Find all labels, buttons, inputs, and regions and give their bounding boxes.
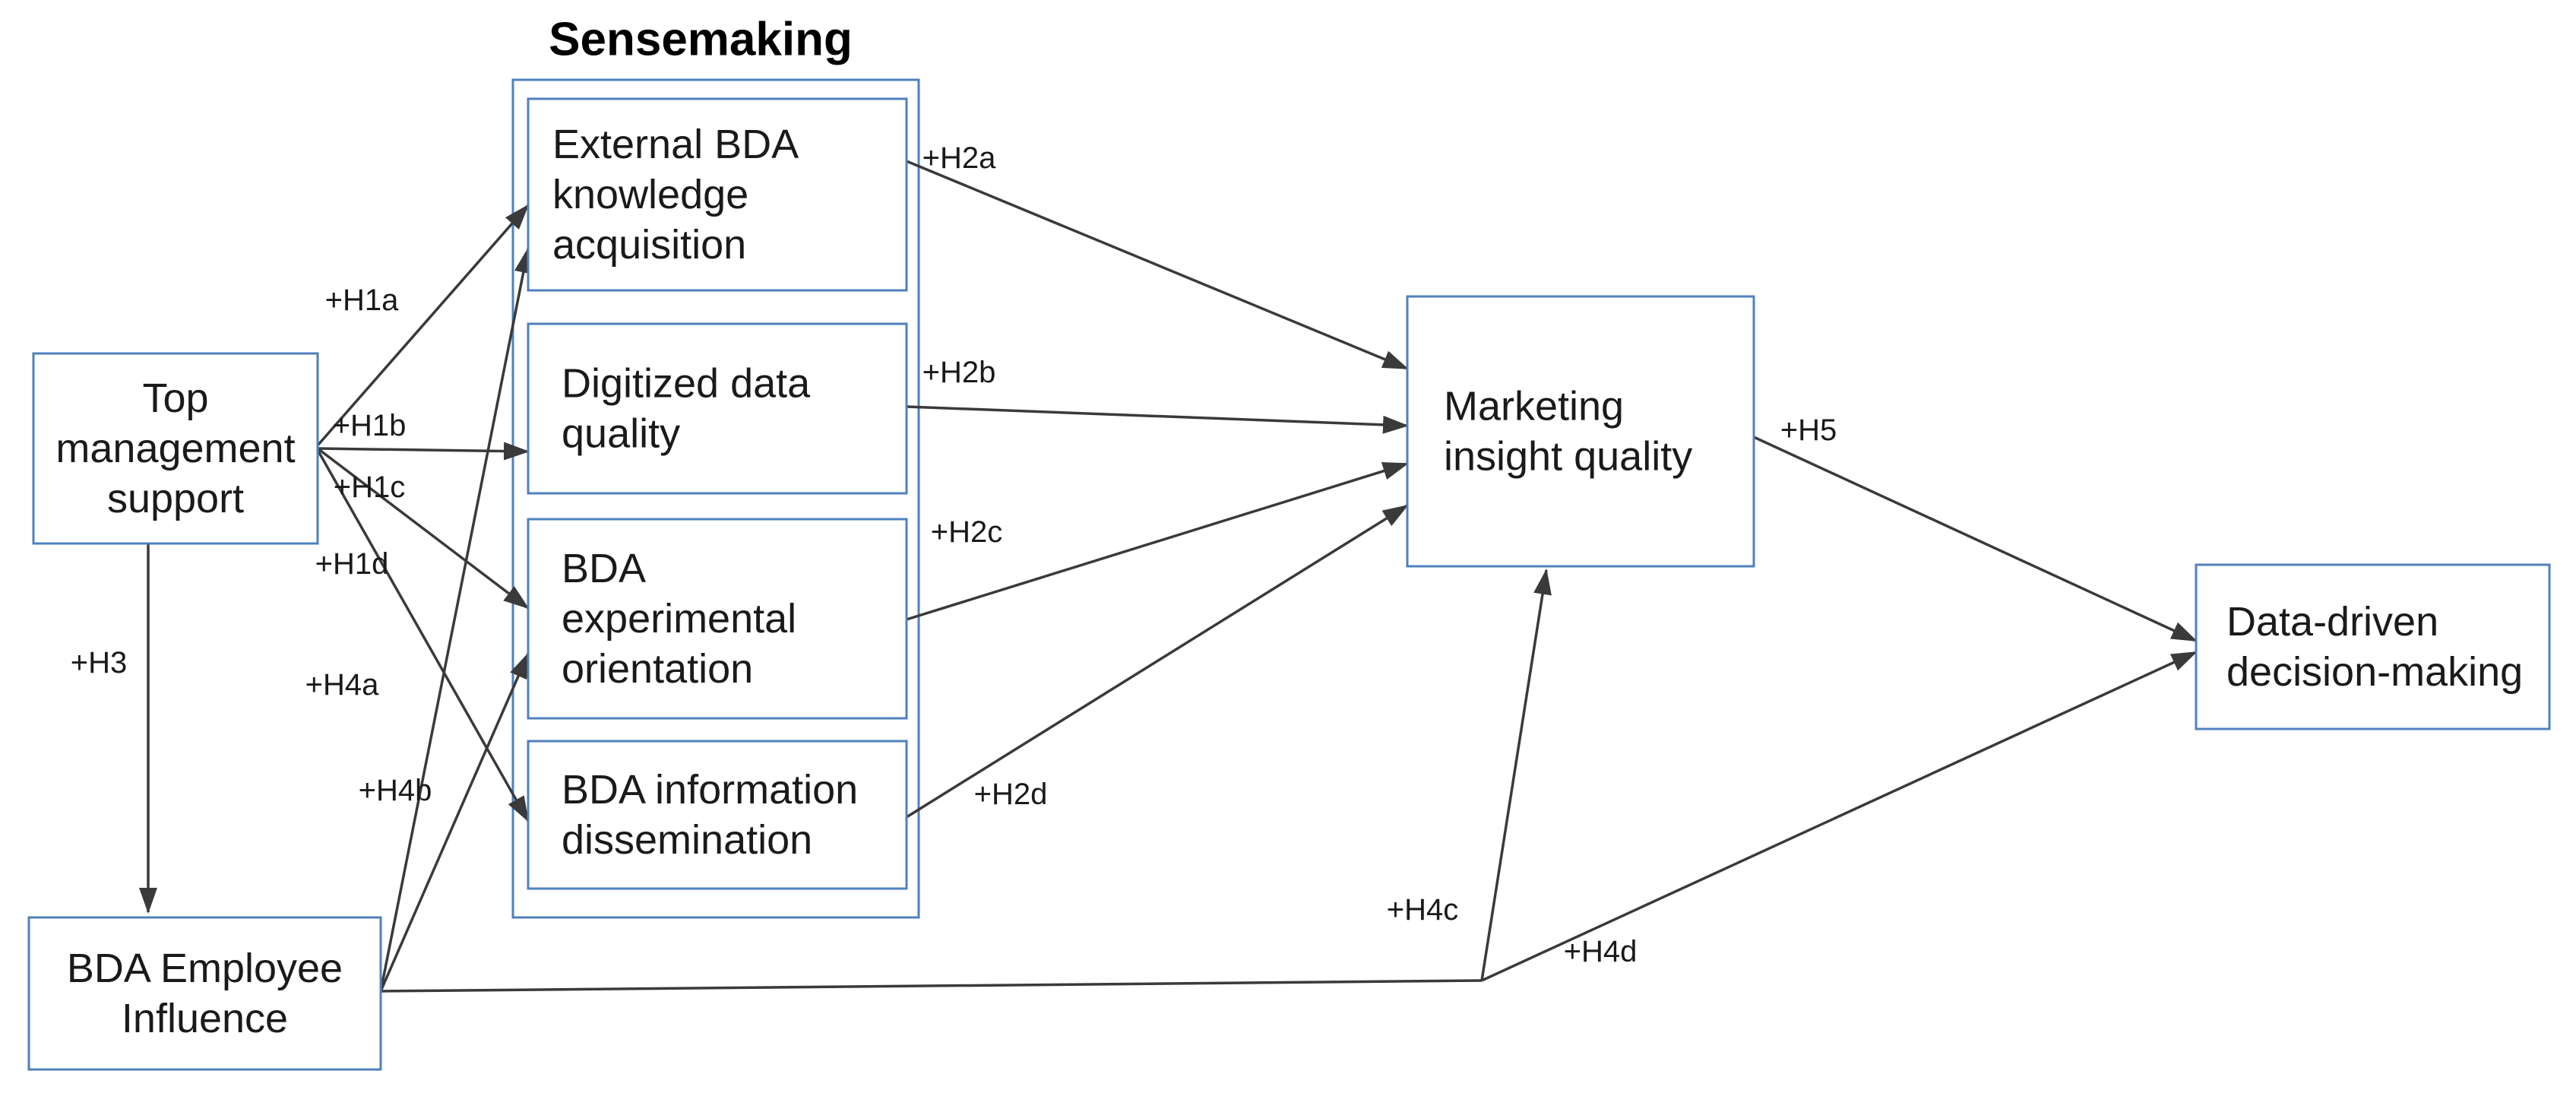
node-label-line: experimental — [562, 596, 796, 642]
node-box-marketing-insight-quality — [1406, 295, 1755, 568]
hypothesis-label-h4c: +H4c — [1387, 893, 1459, 927]
hypothesis-label-h2b: +H2b — [922, 356, 996, 389]
node-label-line: Marketing — [1444, 384, 1624, 429]
hypothesis-label-h2c: +H2c — [931, 515, 1003, 549]
node-box-bda-experimental-orientation — [527, 518, 908, 720]
edge-h4d — [1481, 651, 2198, 982]
hypothesis-label-h4b: +H4b — [359, 774, 432, 807]
node-label-line: BDA — [562, 546, 646, 591]
node-box-digitized-data-quality — [527, 322, 908, 495]
hypothesis-label-h4a: +H4a — [305, 668, 379, 702]
node-box-bda-information-dissemination — [527, 740, 908, 890]
node-label-top-management-support: Top management support — [55, 375, 295, 521]
hypothesis-label-h5: +H5 — [1780, 413, 1837, 447]
hypothesis-label-h1a: +H1a — [325, 284, 399, 317]
edge-h1d — [316, 449, 530, 822]
node-label-line: orientation — [562, 646, 753, 692]
node-external-bda-knowledge-acquisition: External BDA knowledge acquisition — [527, 97, 908, 292]
node-label-line: support — [107, 476, 244, 521]
edge-h1c — [316, 447, 530, 610]
node-box-bda-employee-influence — [27, 916, 382, 1071]
hypothesis-label-h4d: +H4d — [1564, 935, 1638, 968]
edge-h1b — [317, 442, 530, 461]
node-label-line: Influence — [122, 996, 288, 1041]
node-label-line: External BDA — [552, 122, 799, 167]
edge-h2b — [906, 405, 1409, 434]
node-label-line: acquisition — [552, 222, 746, 268]
edge-h2d — [906, 504, 1409, 819]
node-top-management-support: Top management support — [32, 352, 319, 545]
edge-h5 — [1753, 436, 2198, 642]
node-label-line: Data-driven — [2226, 599, 2438, 645]
node-box-external-bda-knowledge-acquisition — [527, 97, 908, 292]
node-label-external-bda-knowledge-acquisition: External BDA knowledge acquisition — [552, 122, 799, 268]
node-label-line: BDA Employee — [67, 946, 343, 991]
hypothesis-label-h1b: +H1b — [333, 409, 407, 442]
node-label-line: management — [55, 426, 295, 471]
sensemaking-group-title: Sensemaking — [549, 14, 853, 66]
edge-h1a — [316, 204, 530, 447]
node-label-line: quality — [562, 411, 680, 457]
node-label-line: insight quality — [1444, 434, 1692, 480]
edge-h2c — [906, 462, 1409, 621]
node-label-line: dissemination — [562, 817, 812, 863]
hypothesis-label-h3: +H3 — [71, 646, 128, 680]
node-marketing-insight-quality: Marketing insight quality — [1406, 295, 1755, 568]
node-label-marketing-insight-quality: Marketing insight quality — [1444, 384, 1692, 480]
edge-h4c — [1480, 569, 1552, 981]
node-label-line: BDA information — [562, 767, 858, 813]
node-label-line: decision-making — [2226, 649, 2523, 695]
edge-h4b — [379, 652, 530, 992]
hypothesis-label-h2d: +H2d — [974, 778, 1048, 811]
edge-h4a — [379, 247, 533, 992]
node-label-line: knowledge — [552, 172, 748, 217]
hypothesis-label-h1d: +H1d — [315, 547, 389, 581]
hypothesis-label-h1c: +H1c — [334, 471, 406, 504]
edge-h4-trunk — [380, 979, 1483, 993]
node-label-line: Digitized data — [562, 361, 811, 407]
hypothesis-label-h2a: +H2a — [922, 141, 996, 175]
sensemaking-group-box — [511, 78, 920, 919]
node-label-line: Top — [142, 375, 208, 421]
node-box-data-driven-decision-making — [2195, 563, 2551, 730]
edge-h2a — [906, 160, 1409, 370]
node-box-top-management-support — [32, 352, 319, 545]
